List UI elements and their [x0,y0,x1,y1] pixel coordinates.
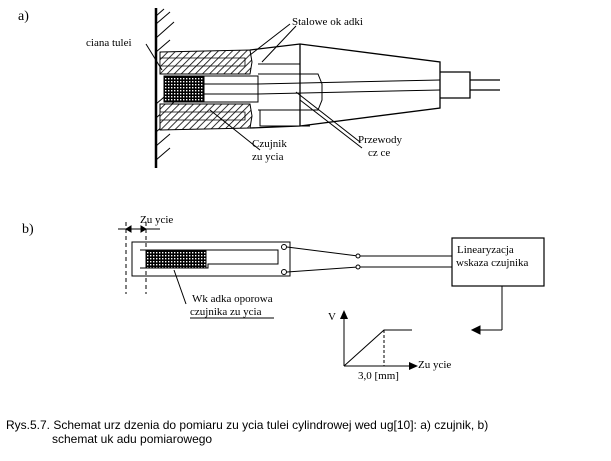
label-sensor-1: Czujnik [252,138,287,150]
caption-line-2: schemat uk adu pomiarowego [52,432,213,446]
box-label-2: wskaza czujnika [456,257,528,269]
wires-a [257,79,441,95]
figure-caption: Rys.5.7. Schemat urz dzenia do pomiaru z… [6,418,606,446]
panel-b-label: b) [22,222,34,237]
leader-lines-a [145,23,363,151]
characteristic-graph: V Zu ycie 3,0 [mm] [328,310,451,382]
box-label-1: Linearyzacja [457,244,514,256]
resistive-insert-a [163,75,205,103]
panel-a: a) [18,8,500,168]
label-sleeve-wall: ciana tulei [86,37,132,49]
connector-body [249,43,500,129]
panel-b: b) Zu ycie Linearyzacja wsk [22,214,545,335]
wires-b [286,246,452,273]
caption-line-1: Rys.5.7. Schemat urz dzenia do pomiaru z… [6,418,489,432]
y-axis-arrow [340,310,348,319]
label-steel-rings: Stalowe ok adki [292,16,363,28]
label-insert-1: Wk adka oporowa [192,293,273,305]
characteristic-curve [343,329,412,367]
x-axis-label: Zu ycie [418,359,451,371]
x-mark-label: 3,0 [mm] [358,370,399,382]
linearization-box [451,237,545,287]
steel-sleeves [159,49,253,131]
label-wear-dim: Zu ycie [140,214,173,226]
inner-sleeve [203,63,323,127]
output-arrow [470,286,503,335]
x-axis-arrow [409,362,418,370]
leader-insert [173,269,187,305]
label-sensor-2: zu ycia [252,151,284,163]
label-wires-2: cz ce [368,147,390,159]
label-wires-1: Przewody [358,134,402,146]
y-axis-label: V [328,311,336,323]
label-insert-2: czujnika zu ycia [190,306,262,318]
resistive-insert-b [145,249,207,269]
panel-a-label: a) [18,9,29,24]
